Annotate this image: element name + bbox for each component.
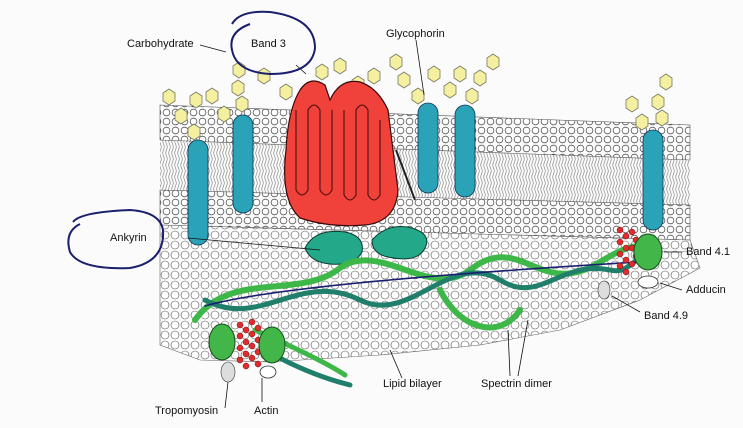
- glycophorin-label: Glycophorin: [386, 28, 445, 40]
- tropomyosin-label: Tropomyosin: [155, 405, 219, 417]
- spectrin-dimer-label: Spectrin dimer: [481, 378, 552, 390]
- band3-label: Band 3: [251, 38, 286, 50]
- lipid-bilayer-label: Lipid bilayer: [383, 378, 442, 390]
- band3-protein: [284, 80, 416, 227]
- ankyrin-label: Ankyrin: [110, 232, 147, 244]
- spectrin-dimer-strands: [192, 243, 643, 388]
- band41-label: Band 4.1: [686, 246, 731, 258]
- adducin-protein: [220, 275, 659, 383]
- band49-label: Band 4.9: [644, 310, 689, 322]
- glycophorin-proteins: [187, 102, 664, 246]
- actin-filaments: [236, 226, 640, 370]
- ink-circle-annotation: [67, 10, 317, 270]
- label-leaders: [187, 39, 683, 409]
- actin-label: Actin: [254, 405, 279, 417]
- ankyrin-protein: [304, 226, 428, 265]
- band41-proteins: [208, 233, 663, 364]
- adducin-label: Adducin: [686, 284, 726, 296]
- carbohydrate-label: Carbohydrate: [127, 38, 194, 50]
